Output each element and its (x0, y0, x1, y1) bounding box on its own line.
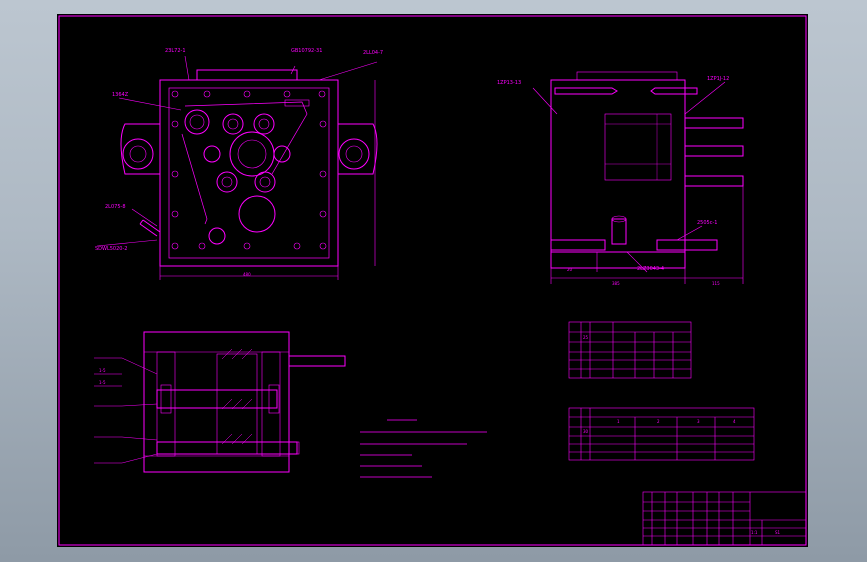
table-large (568, 407, 755, 461)
bearing-8 (208, 227, 226, 245)
callout-front-4: 1364Z (112, 92, 129, 98)
tech-notes (360, 419, 487, 478)
table-small (568, 321, 692, 379)
bearing-2 (222, 113, 244, 135)
callout-front-2: GB10792-31 (291, 48, 322, 54)
callout-side-2: 1ZP1J-12 (707, 76, 729, 82)
housing-inner (168, 87, 330, 259)
right-ear (338, 123, 378, 175)
bearing-4 (203, 145, 221, 163)
side-view (532, 71, 744, 284)
bearing-7 (254, 171, 276, 193)
bearing-3-inner (258, 118, 270, 130)
section-view (94, 331, 346, 473)
top-pin-right (650, 87, 698, 95)
sheet-border (58, 15, 807, 546)
rod-1 (684, 117, 744, 129)
section-right-wall (261, 351, 281, 457)
side-dimension-2: 385 (612, 281, 620, 286)
bottom-pin-right (656, 239, 718, 251)
bearing-1-inner (189, 114, 205, 130)
section-left-wall (156, 351, 176, 457)
section-outline (143, 331, 290, 473)
shaft-extension-top (288, 355, 346, 367)
title-block-sheet: S1 (775, 530, 781, 535)
bearing-3 (253, 113, 275, 135)
slider-block (284, 99, 310, 107)
rod-3 (684, 175, 744, 187)
right-ear-hole-inner (345, 145, 363, 163)
drawing-canvas: 2ЗL72-1 GB10792-31 2LL04-7 1364Z 2L075-8… (58, 15, 807, 546)
callout-side-3: 2505c-1 (697, 220, 717, 226)
dimension-width-label: 480 (243, 272, 251, 277)
callout-front-3: 2LL04-7 (363, 50, 383, 56)
callout-front-6: SDWL5020-2 (95, 246, 127, 252)
callout-front-5: 2L075-8 (105, 204, 126, 210)
main-gear-inner (237, 139, 267, 169)
bearing-7-inner (259, 176, 271, 188)
callout-front-1: 2ЗL72-1 (165, 48, 186, 54)
callout-side-1: 1ZP13-13 (497, 80, 521, 86)
table-large-h2: 1 (617, 419, 620, 424)
shaft-lower (156, 441, 298, 455)
bearing-1 (184, 109, 210, 135)
bolt-holes (171, 90, 327, 250)
rod-2 (684, 145, 744, 157)
callout-side-4: 2LZ3043-4 (637, 266, 664, 272)
main-gear (229, 131, 275, 177)
left-ear (120, 123, 160, 175)
top-cover (196, 69, 298, 81)
front-view (96, 55, 378, 280)
annotations: 2ЗL72-1 GB10792-31 2LL04-7 1364Z 2L075-8… (95, 48, 781, 535)
drawing-sheet: 2ЗL72-1 GB10792-31 2LL04-7 1364Z 2L075-8… (57, 14, 808, 547)
section-label-2: 1-5 (99, 380, 106, 385)
title-block (642, 491, 807, 546)
housing-outline (159, 79, 339, 267)
lower-gear (238, 195, 276, 233)
table-large-h3: 2 (657, 419, 660, 424)
top-pin-left (554, 87, 618, 95)
table-large-h5: 4 (733, 419, 736, 424)
side-dimension-3: 115 (712, 281, 720, 286)
bearing-5 (273, 145, 291, 163)
section-hatch (221, 348, 253, 445)
left-ear-hole-inner (129, 145, 147, 163)
linkage-top (184, 101, 308, 175)
bearing-2-inner (227, 118, 239, 130)
table-large-h4: 3 (697, 419, 700, 424)
linkage-left (181, 133, 208, 225)
handle-lever (139, 219, 161, 237)
right-ear-hole (338, 138, 370, 170)
bearing-6 (216, 171, 238, 193)
center-post (611, 218, 627, 245)
side-window (604, 113, 672, 181)
title-block-scale: 1:1 (751, 530, 758, 535)
table-large-cell-r0c1: 30 (583, 429, 589, 434)
side-dimension-1: 20 (567, 267, 573, 272)
section-label-1: 1-5 (99, 368, 106, 373)
bearing-6-inner (221, 176, 233, 188)
table-small-cell-r0c1: 25 (583, 335, 589, 340)
bottom-pin-left (550, 239, 606, 251)
side-top-plate (576, 71, 678, 81)
left-ear-hole (122, 138, 154, 170)
